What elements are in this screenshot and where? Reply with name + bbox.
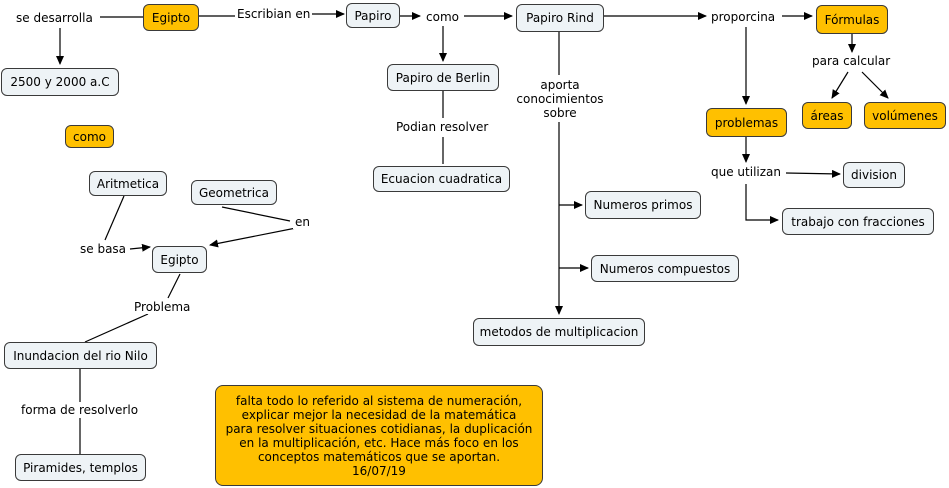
link-como: como — [424, 10, 461, 24]
link-que-utilizan: que utilizan — [709, 165, 783, 179]
node-papiro[interactable]: Papiro — [346, 3, 400, 28]
link-se-basa: se basa — [78, 242, 129, 256]
node-volumenes[interactable]: volúmenes — [864, 102, 946, 129]
node-metodos[interactable]: metodos de multiplicacion — [473, 318, 645, 346]
node-era[interactable]: 2500 y 2000 a.C — [1, 68, 119, 96]
link-forma-resolverlo: forma de resolverlo — [19, 403, 141, 417]
comment-note: falta todo lo referido al sistema de num… — [215, 385, 543, 486]
node-egipto-top[interactable]: Egipto — [143, 4, 199, 31]
node-papiro-berlin[interactable]: Papiro de Berlin — [387, 64, 499, 91]
link-proporcina: proporcina — [709, 10, 778, 24]
node-aritmetica[interactable]: Aritmetica — [89, 171, 167, 196]
node-como-box[interactable]: como — [65, 125, 114, 148]
node-numeros-primos[interactable]: Numeros primos — [585, 191, 701, 219]
comment-note-text: falta todo lo referido al sistema de num… — [225, 393, 533, 478]
link-escribian-en: Escribian en — [235, 7, 313, 21]
node-formulas[interactable]: Fórmulas — [816, 5, 888, 34]
node-trabajo-fracciones[interactable]: trabajo con fracciones — [782, 208, 934, 235]
link-podian-resolver: Podian resolver — [394, 120, 491, 134]
link-aporta: aporta conocimientos sobre — [513, 78, 607, 120]
node-inundacion[interactable]: Inundacion del rio Nilo — [4, 342, 157, 369]
node-division[interactable]: division — [843, 162, 905, 188]
link-problema: Problema — [132, 300, 193, 314]
node-areas[interactable]: áreas — [802, 102, 852, 129]
node-problemas[interactable]: problemas — [706, 108, 787, 137]
node-papiro-rind[interactable]: Papiro Rind — [516, 4, 604, 32]
node-numeros-compuestos[interactable]: Numeros compuestos — [591, 255, 739, 282]
node-egipto-mid[interactable]: Egipto — [152, 246, 207, 273]
link-para-calcular: para calcular — [810, 54, 893, 68]
node-geometrica[interactable]: Geometrica — [191, 180, 277, 205]
link-en: en — [293, 215, 312, 229]
node-ecuacion[interactable]: Ecuacion cuadratica — [373, 166, 510, 192]
node-piramides[interactable]: Piramides, templos — [15, 454, 146, 481]
link-se-desarrolla: se desarrolla — [14, 11, 95, 25]
